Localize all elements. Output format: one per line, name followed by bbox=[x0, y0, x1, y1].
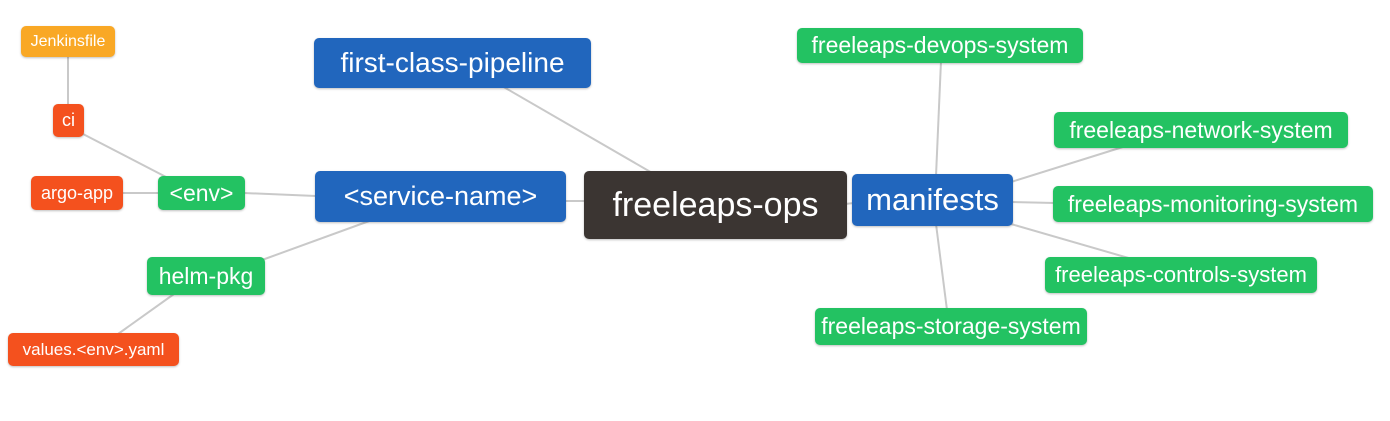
node-label: freeleaps-devops-system bbox=[811, 32, 1069, 58]
node-freeleaps-monitoring-system[interactable]: freeleaps-monitoring-system bbox=[1053, 186, 1373, 222]
node-label: ci bbox=[62, 110, 75, 130]
node-label: freeleaps-ops bbox=[612, 185, 819, 224]
edge-ci-to-env bbox=[82, 133, 169, 179]
node-label: Jenkinsfile bbox=[30, 32, 106, 50]
node-label: first-class-pipeline bbox=[340, 47, 565, 78]
node-freeleaps-network-system[interactable]: freeleaps-network-system bbox=[1054, 112, 1348, 148]
node-first-class-pipeline[interactable]: first-class-pipeline bbox=[314, 38, 591, 88]
edge-manifests-to-freeleaps-storage-system bbox=[935, 223, 948, 311]
node-ci[interactable]: ci bbox=[53, 104, 84, 137]
node-label: freeleaps-controls-system bbox=[1055, 262, 1307, 287]
node-freeleaps-ops[interactable]: freeleaps-ops bbox=[584, 171, 847, 239]
node-label: values.<env>.yaml bbox=[22, 339, 165, 359]
edge-manifests-to-freeleaps-controls-system bbox=[1010, 223, 1133, 260]
node-label: argo-app bbox=[40, 182, 114, 203]
node-jenkinsfile[interactable]: Jenkinsfile bbox=[21, 26, 115, 57]
edge-helm-pkg-to-service-name bbox=[261, 219, 373, 261]
node-label: manifests bbox=[866, 182, 999, 217]
node-label: freeleaps-storage-system bbox=[821, 313, 1081, 339]
node-helm-pkg[interactable]: helm-pkg bbox=[147, 257, 265, 295]
edge-values-env-yaml-to-helm-pkg bbox=[117, 293, 175, 335]
node-env[interactable]: <env> bbox=[158, 176, 245, 210]
node-values-env-yaml[interactable]: values.<env>.yaml bbox=[8, 333, 179, 366]
node-freeleaps-devops-system[interactable]: freeleaps-devops-system bbox=[797, 28, 1083, 63]
node-label: helm-pkg bbox=[158, 262, 254, 289]
node-freeleaps-storage-system[interactable]: freeleaps-storage-system bbox=[815, 308, 1087, 345]
node-label: freeleaps-monitoring-system bbox=[1067, 190, 1359, 217]
node-service-name[interactable]: <service-name> bbox=[315, 171, 566, 222]
node-freeleaps-controls-system[interactable]: freeleaps-controls-system bbox=[1045, 257, 1317, 293]
edge-manifests-to-freeleaps-monitoring-system bbox=[1010, 201, 1056, 204]
edge-manifests-to-freeleaps-devops-system bbox=[935, 60, 942, 177]
node-label: <service-name> bbox=[343, 181, 538, 211]
edge-first-class-pipeline-to-freeleaps-ops bbox=[501, 85, 655, 175]
edge-env-to-service-name bbox=[243, 192, 317, 197]
node-argo-app[interactable]: argo-app bbox=[31, 176, 123, 210]
edge-manifests-to-freeleaps-network-system bbox=[1010, 145, 1127, 183]
node-manifests[interactable]: manifests bbox=[852, 174, 1013, 226]
node-label: freeleaps-network-system bbox=[1069, 116, 1333, 143]
node-label: <env> bbox=[169, 179, 234, 206]
